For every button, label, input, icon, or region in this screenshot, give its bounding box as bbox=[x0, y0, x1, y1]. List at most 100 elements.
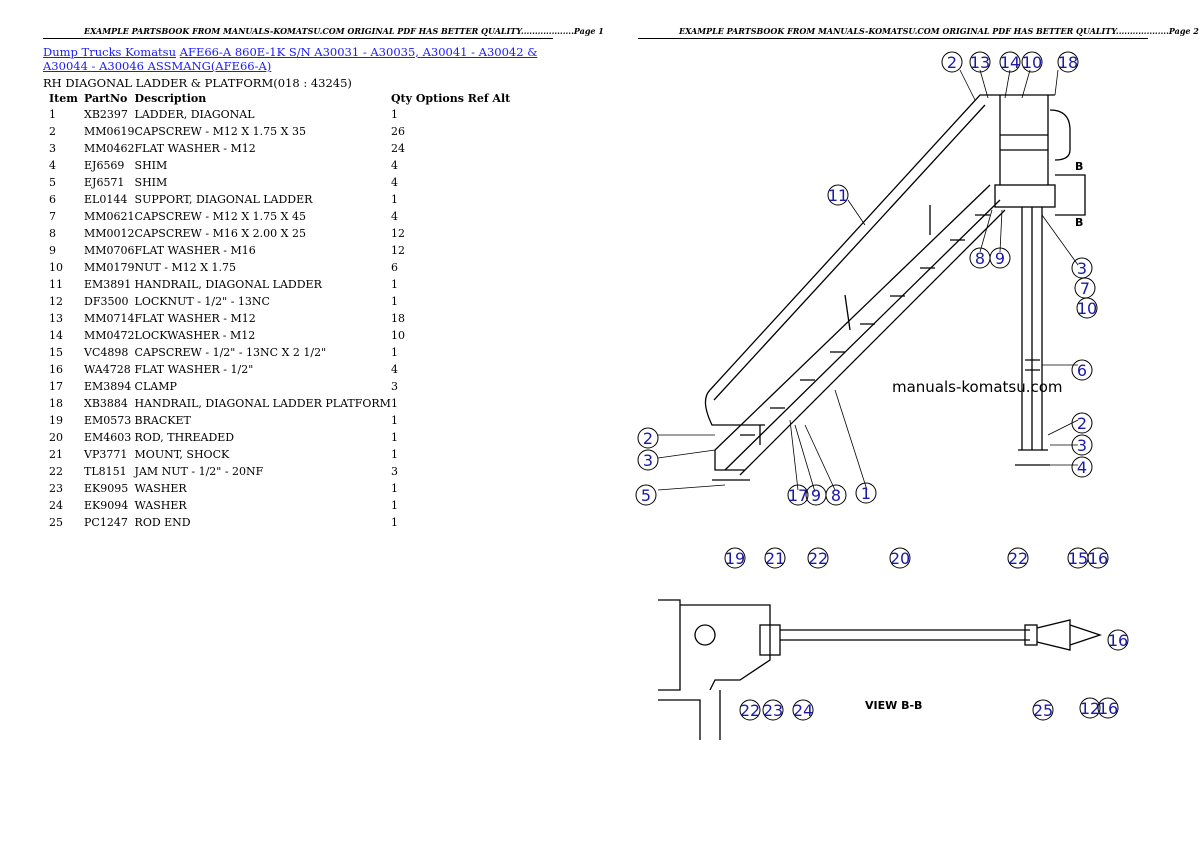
callout-label: 22 bbox=[740, 701, 760, 720]
cell-item: 16 bbox=[49, 363, 63, 376]
callout-22: 22 bbox=[1007, 547, 1029, 569]
callout-10: 10 bbox=[1076, 297, 1098, 319]
cell-description: LOCKWASHER - M12 bbox=[134, 329, 256, 342]
cell-description: LOCKNUT - 1/2" - 13NC bbox=[134, 295, 270, 308]
cell-qty: 4 bbox=[390, 210, 398, 223]
callout-label: 7 bbox=[1080, 279, 1090, 298]
watermark: manuals-komatsu.com bbox=[892, 378, 1063, 396]
callout-label: 2 bbox=[947, 53, 957, 72]
cell-partno: EM3891 bbox=[84, 278, 132, 291]
callout-19: 19 bbox=[724, 547, 746, 569]
cell-partno: WA4728 bbox=[84, 363, 131, 376]
parts-table: Item PartNo Description Qty Options Ref … bbox=[43, 91, 571, 531]
breadcrumb: Dump Trucks Komatsu AFE66-A 860E-1K S/N … bbox=[43, 45, 543, 73]
cell-item: 20 bbox=[49, 431, 63, 444]
cell-qty: 4 bbox=[390, 159, 398, 172]
cell-qty: 10 bbox=[390, 329, 405, 342]
callout-1: 1 bbox=[855, 482, 877, 504]
cell-qty: 1 bbox=[390, 346, 398, 359]
callout-3: 3 bbox=[637, 449, 659, 471]
cell-qty: 1 bbox=[390, 482, 398, 495]
cell-item: 17 bbox=[49, 380, 63, 393]
callout-21: 21 bbox=[764, 547, 786, 569]
callout-2: 2 bbox=[941, 51, 963, 73]
cell-partno: MM0706 bbox=[84, 244, 135, 257]
callout-2: 2 bbox=[637, 427, 659, 449]
breadcrumb-link-dump-trucks[interactable]: Dump Trucks Komatsu bbox=[43, 45, 176, 59]
page2-header-rule bbox=[638, 38, 1148, 39]
cell-description: WASHER bbox=[134, 499, 187, 512]
cell-partno: VP3771 bbox=[84, 448, 128, 461]
callout-label: 16 bbox=[1108, 631, 1128, 650]
callout-label: 3 bbox=[1077, 259, 1087, 278]
callout-16: 16 bbox=[1107, 629, 1129, 651]
cell-partno: DF3500 bbox=[84, 295, 129, 308]
breadcrumb-link-model[interactable]: AFE66-A 860E-1K S/N A30031 - A30035, A30… bbox=[43, 45, 538, 73]
view-label: VIEW B-B bbox=[865, 699, 922, 712]
callout-label: 10 bbox=[1022, 53, 1042, 72]
cell-partno: MM0012 bbox=[84, 227, 135, 240]
cell-qty: 12 bbox=[390, 227, 405, 240]
cell-qty: 12 bbox=[390, 244, 405, 257]
cell-partno: MM0472 bbox=[84, 329, 135, 342]
callout-9: 9 bbox=[805, 484, 827, 506]
cell-partno: XB3884 bbox=[84, 397, 128, 410]
cell-item: 9 bbox=[49, 244, 56, 257]
cell-item: 1 bbox=[49, 108, 56, 121]
callout-label: 12 bbox=[1080, 699, 1100, 718]
cell-partno: EK9094 bbox=[84, 499, 129, 512]
callout-label: 14 bbox=[1000, 53, 1020, 72]
callout-3: 3 bbox=[1071, 257, 1093, 279]
callout-24: 24 bbox=[792, 699, 814, 721]
callout-label: 6 bbox=[1077, 361, 1087, 380]
cell-qty: 4 bbox=[390, 363, 398, 376]
callout-label: 10 bbox=[1077, 299, 1097, 318]
callout-label: 20 bbox=[890, 549, 910, 568]
cell-qty: 1 bbox=[390, 278, 398, 291]
callout-23: 23 bbox=[762, 699, 784, 721]
callout-label: 22 bbox=[808, 549, 828, 568]
callout-label: 19 bbox=[725, 549, 745, 568]
callout-label: 23 bbox=[763, 701, 783, 720]
callout-16: 16 bbox=[1097, 697, 1119, 719]
cell-item: 10 bbox=[49, 261, 63, 274]
page1-header-rule bbox=[43, 38, 553, 39]
callout-22: 22 bbox=[807, 547, 829, 569]
callout-label: 9 bbox=[995, 249, 1005, 268]
cell-qty: 3 bbox=[390, 380, 398, 393]
cell-partno: TL8151 bbox=[84, 465, 127, 478]
cell-description: BRACKET bbox=[134, 414, 191, 427]
cell-qty: 1 bbox=[390, 516, 398, 529]
callout-label: 8 bbox=[831, 486, 841, 505]
cell-qty: 1 bbox=[390, 414, 398, 427]
cell-partno: MM0621 bbox=[84, 210, 135, 223]
callout-label: 21 bbox=[765, 549, 785, 568]
cell-qty: 26 bbox=[390, 125, 405, 138]
cell-description: FLAT WASHER - M12 bbox=[134, 312, 256, 325]
callout-leaders bbox=[657, 69, 1079, 493]
callout-17: 17 bbox=[787, 484, 809, 506]
cell-partno: EM3894 bbox=[84, 380, 132, 393]
cell-qty: 24 bbox=[390, 142, 405, 155]
callout-label: 2 bbox=[1077, 414, 1087, 433]
col-header-description: Description bbox=[134, 92, 207, 105]
cell-description: NUT - M12 X 1.75 bbox=[134, 261, 237, 274]
cell-partno: MM0619 bbox=[84, 125, 135, 138]
cell-description: ROD END bbox=[134, 516, 191, 529]
callout-11: 11 bbox=[827, 184, 849, 206]
callout-5: 5 bbox=[635, 484, 657, 506]
cell-item: 5 bbox=[49, 176, 56, 189]
col-header-partno: PartNo bbox=[84, 92, 128, 105]
